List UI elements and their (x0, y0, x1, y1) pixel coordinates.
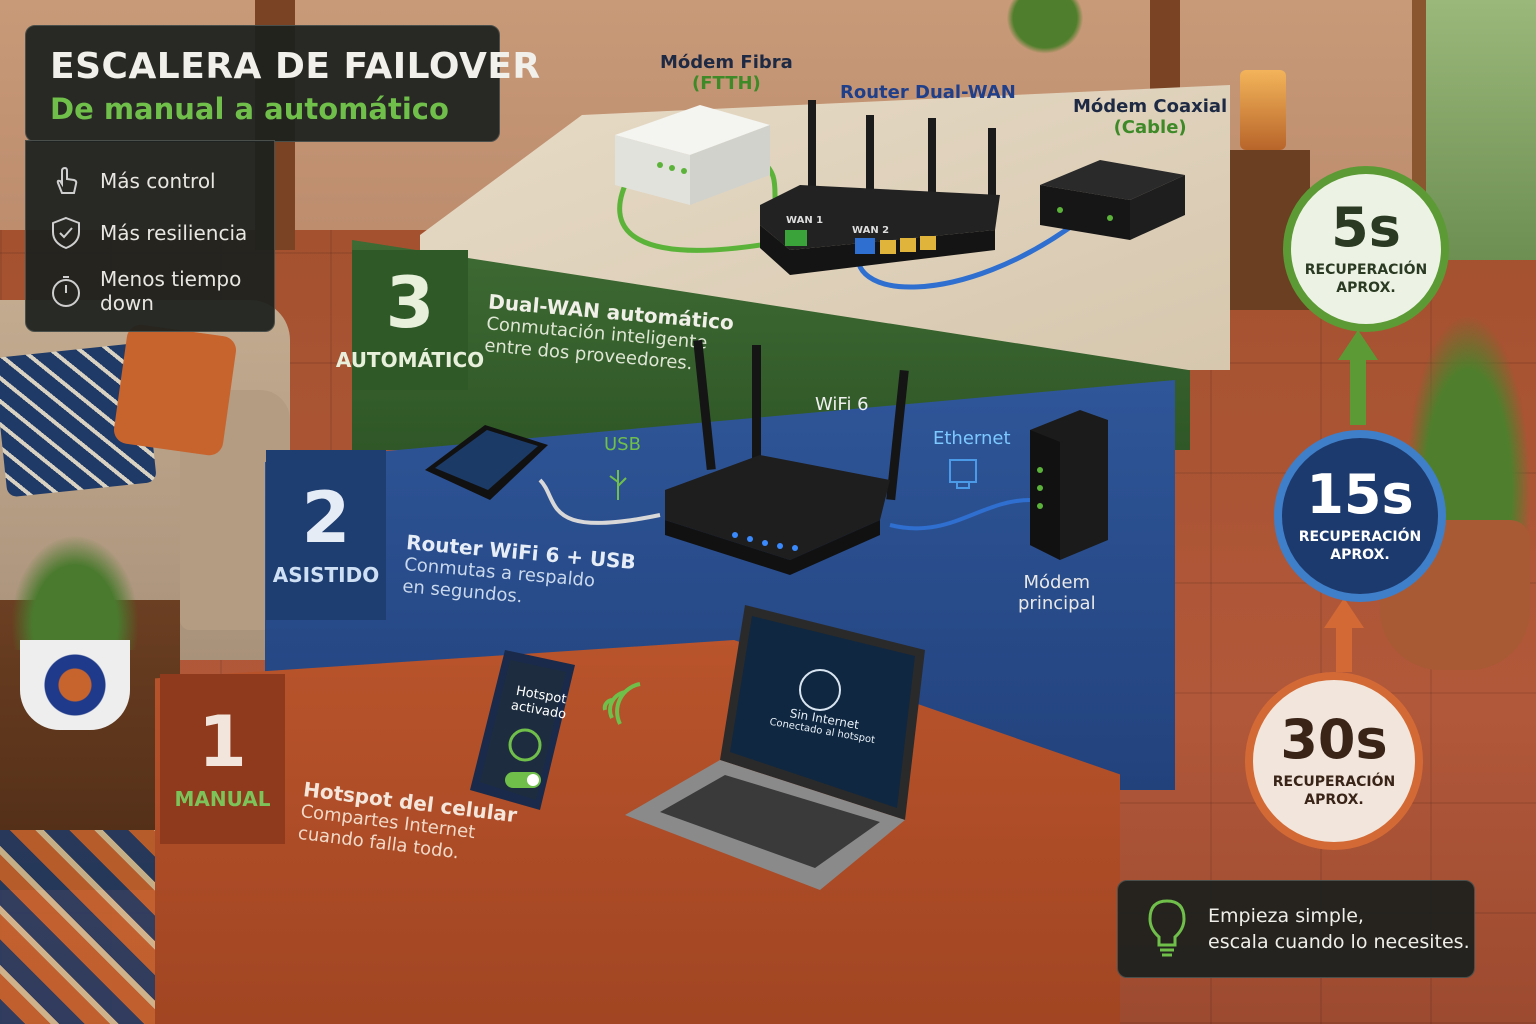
coax-modem (1040, 160, 1185, 240)
ethernet-label: Ethernet (933, 428, 1011, 449)
fiber-modem-label: Módem Fibra (FTTH) (660, 52, 793, 94)
page-subtitle: De manual a automático (50, 92, 449, 126)
recovery-caption: RECUPERACIÓN (1298, 529, 1422, 545)
arrow-up-orange (1324, 598, 1364, 672)
wan1-port-label: WAN 1 (786, 215, 824, 226)
progress-arrows (1324, 330, 1378, 672)
label-line: principal (1018, 593, 1096, 614)
recovery-caption: APROX. (1336, 280, 1396, 296)
step2-number-box: 2 ASISTIDO (266, 450, 386, 620)
usb-label: USB (604, 434, 641, 455)
wifi-waves-icon (602, 682, 641, 725)
step-number: 3 (385, 262, 435, 344)
recovery-caption: APROX. (1304, 792, 1364, 808)
step-level: MANUAL (174, 787, 271, 811)
feature-item: Más resiliencia (48, 215, 247, 251)
step3-number-box: 3 AUTOMÁTICO (336, 250, 484, 390)
feature-item: Menos tiempo down (48, 267, 250, 315)
wan2-port-label: WAN 2 (852, 225, 890, 236)
usb-icon (609, 470, 627, 500)
ethernet-cable (889, 498, 1031, 531)
fiber-modem (615, 105, 770, 205)
main-modem (1030, 410, 1108, 560)
label-line: Módem (1023, 572, 1091, 593)
label-line: (FTTH) (691, 73, 761, 94)
tip-line: Empieza simple, (1208, 905, 1364, 927)
left-plant-pot (20, 640, 130, 730)
recovery-bubble-30s: 30s RECUPERACIÓN APROX. (1245, 672, 1423, 850)
lightbulb-icon (1148, 899, 1186, 957)
lamp (1240, 70, 1286, 150)
tip-line: escala cuando lo necesites. (1208, 931, 1470, 953)
recovery-value: 15s (1306, 463, 1414, 526)
phone-step1 (470, 650, 575, 810)
globe-icon (799, 669, 841, 711)
dual-wan-router (760, 100, 1000, 275)
stopwatch-icon (52, 276, 80, 307)
label-line: Módem Fibra (660, 52, 793, 73)
label-line: (Cable) (1113, 117, 1187, 138)
feature-label: Más resiliencia (100, 221, 248, 245)
feature-label: Más control (100, 169, 216, 193)
wifi6-router (665, 339, 909, 575)
arrow-up-green (1338, 330, 1378, 425)
recovery-bubble-15s: 15s RECUPERACIÓN APROX. (1274, 430, 1446, 602)
tip-card: Empieza simple, escala cuando lo necesit… (1117, 880, 1475, 978)
feature-label: Menos tiempo down (100, 267, 242, 315)
step-number: 1 (198, 701, 247, 783)
recovery-bubble-5s: 5s RECUPERACIÓN APROX. (1283, 166, 1449, 332)
phone-step2 (425, 425, 548, 500)
recovery-caption: RECUPERACIÓN (1272, 774, 1396, 790)
hand-pointer-icon (56, 166, 78, 194)
recovery-caption: RECUPERACIÓN (1304, 262, 1428, 278)
main-modem-label: Módem principal (1018, 572, 1096, 614)
feature-item: Más control (48, 163, 216, 199)
left-plant (0, 520, 150, 650)
fiber-cable (617, 173, 791, 253)
title-card: ESCALERA DE FAILOVER De manual a automát… (25, 25, 540, 142)
label-line: Módem Coaxial (1073, 96, 1228, 117)
wifi6-label: WiFi 6 (815, 394, 869, 415)
coax-modem-label: Módem Coaxial (Cable) (1073, 96, 1227, 138)
ethernet-icon (949, 459, 977, 489)
step1-number-box: 1 MANUAL (160, 674, 285, 844)
top-plant (1000, 0, 1090, 60)
step-level: AUTOMÁTICO (335, 348, 485, 372)
tip-text: Empieza simple, escala cuando lo necesit… (1208, 903, 1470, 955)
laptop (625, 605, 925, 890)
page-title: ESCALERA DE FAILOVER (50, 46, 541, 87)
recovery-value: 30s (1280, 708, 1388, 771)
usb-cable (538, 478, 661, 525)
step-number: 2 (301, 477, 351, 559)
dual-wan-label: Router Dual-WAN (840, 82, 1016, 103)
recovery-caption: APROX. (1330, 547, 1390, 563)
features-panel: Más control Más resiliencia Menos tiempo… (25, 140, 275, 332)
step-level: ASISTIDO (272, 563, 380, 587)
shield-check-icon (52, 216, 80, 250)
recovery-value: 5s (1331, 196, 1401, 259)
